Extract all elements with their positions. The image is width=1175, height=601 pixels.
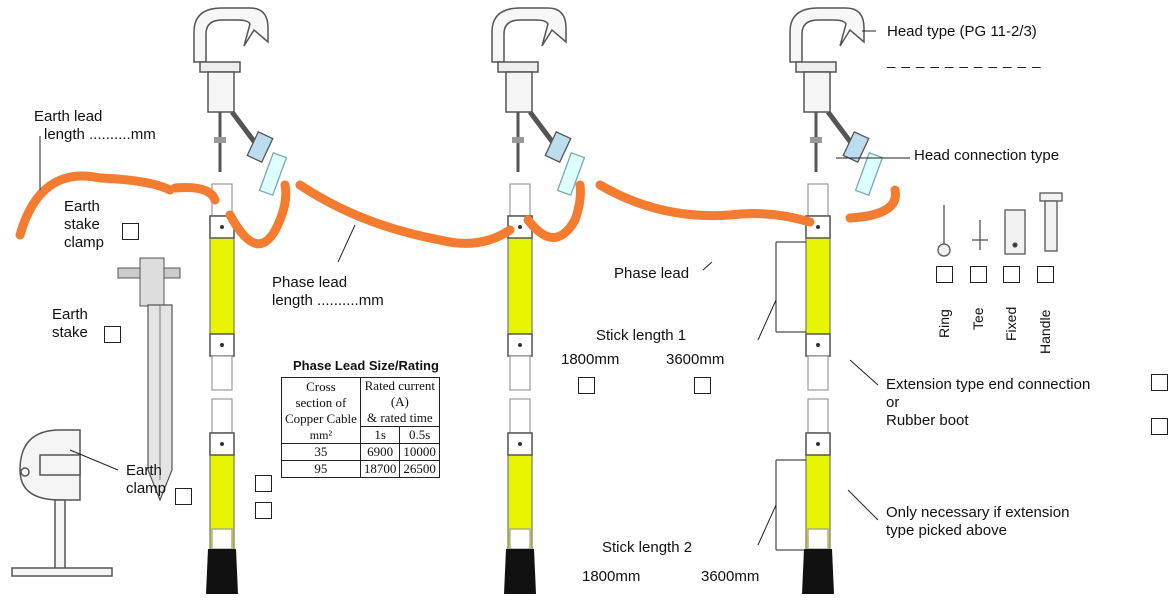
conn-ring-label: Ring — [936, 309, 952, 338]
only-necessary-label: Only necessary if extension type picked … — [886, 504, 1070, 539]
conn-tee-label: Tee — [970, 307, 986, 330]
connection-icons — [937, 192, 1063, 257]
phase-lead-rating-table: Cross section of Copper Cable mm² Rated … — [281, 377, 440, 478]
len-3600-a-label: 3600mm — [666, 351, 725, 368]
leader-lines — [39, 30, 910, 551]
earth-lead-label: Earth lead length ..........mm — [34, 108, 156, 143]
earth-clamp-checkbox[interactable] — [175, 488, 192, 505]
earth-clamp-label: Earth clamp — [126, 462, 167, 497]
table-header-1s: 1s — [359, 426, 401, 444]
stick-2 — [492, 8, 584, 595]
stick-3 — [790, 8, 882, 595]
size-35-checkbox[interactable] — [255, 475, 272, 492]
stick-length-1-label: Stick length 1 — [596, 327, 687, 344]
cables — [15, 171, 900, 249]
earth-stake — [117, 257, 181, 502]
table-header-cross-section: Cross section of Copper Cable mm² — [281, 377, 361, 444]
rubber-boot-checkbox[interactable] — [1151, 418, 1168, 435]
table-row: 35 6900 10000 — [281, 443, 440, 461]
table-title: Phase Lead Size/Rating — [293, 358, 439, 373]
conn-fixed-label: Fixed — [1003, 306, 1019, 341]
head-type-blank: _ _ _ _ _ _ _ _ _ _ _ — [887, 52, 1042, 69]
conn-fixed-checkbox[interactable] — [1003, 266, 1020, 283]
earth-stake-checkbox[interactable] — [104, 326, 121, 343]
len-1800-a-checkbox[interactable] — [578, 377, 595, 394]
extension-type-label: Extension type end connection or Rubber … — [886, 376, 1091, 429]
conn-ring-checkbox[interactable] — [936, 266, 953, 283]
table-header-05s: 0.5s — [399, 426, 440, 444]
stick-length-2-label: Stick length 2 — [602, 539, 693, 556]
len-1800-b-label: 1800mm — [582, 568, 641, 585]
table-row: 95 18700 26500 — [281, 460, 440, 478]
len-3600-a-checkbox[interactable] — [694, 377, 711, 394]
conn-handle-label: Handle — [1037, 309, 1053, 354]
earth-stake-clamp-checkbox[interactable] — [122, 223, 139, 240]
extension-type-checkbox[interactable] — [1151, 374, 1168, 391]
len-3600-b-label: 3600mm — [701, 568, 760, 585]
phase-lead-label: Phase lead — [614, 265, 690, 282]
earth-stake-label: Earth stake — [52, 306, 88, 341]
head-type-label: Head type (PG 11-2/3) — [887, 23, 1037, 40]
conn-handle-checkbox[interactable] — [1037, 266, 1054, 283]
head-connection-type-label: Head connection type — [914, 147, 1060, 164]
conn-tee-checkbox[interactable] — [970, 266, 987, 283]
earth-stake-clamp-label: Earth stake clamp — [64, 198, 105, 251]
len-1800-a-label: 1800mm — [561, 351, 620, 368]
table-header-rated-current: Rated current (A) & rated time — [359, 377, 440, 427]
size-95-checkbox[interactable] — [255, 502, 272, 519]
phase-lead-length-label: Phase lead length ..........mm — [272, 274, 384, 309]
earth-clamp — [11, 429, 113, 577]
